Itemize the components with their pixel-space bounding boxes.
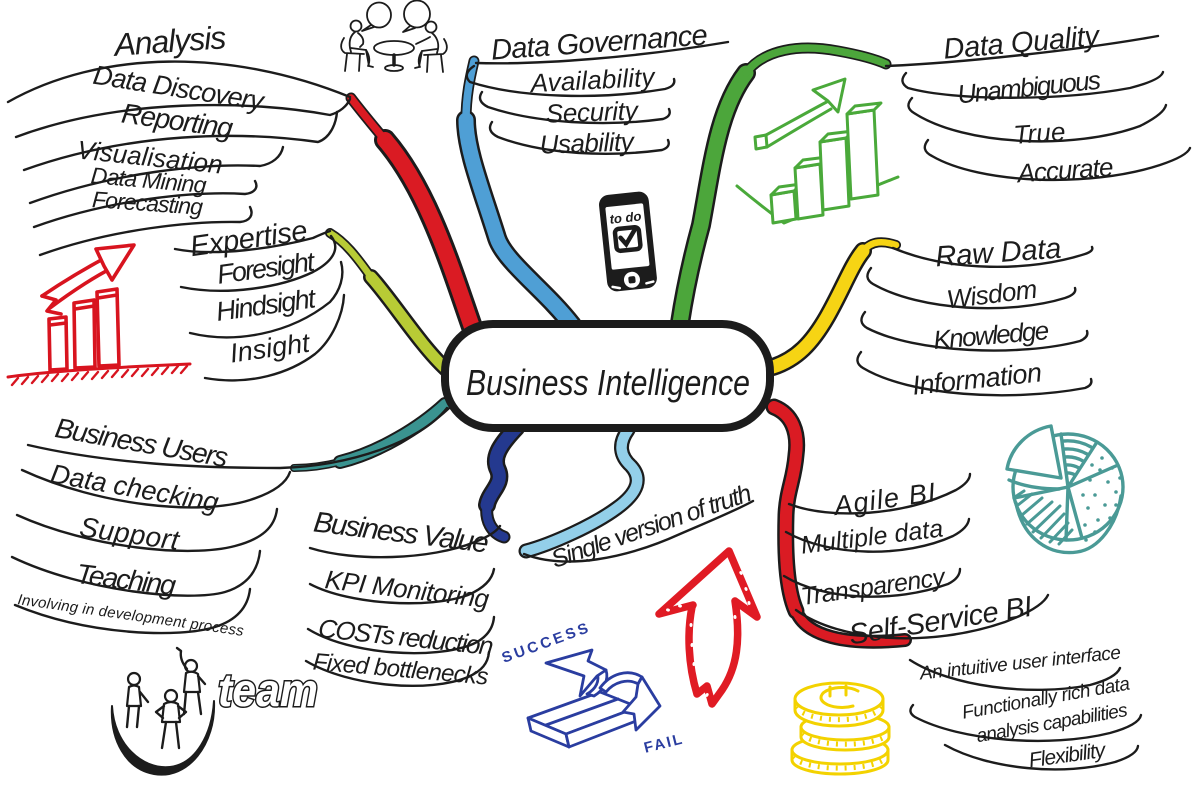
svg-text:team: team — [218, 664, 318, 716]
svg-text:Business Intelligence: Business Intelligence — [466, 362, 750, 403]
svg-text:Data Quality: Data Quality — [942, 20, 1102, 66]
svg-text:Accurate: Accurate — [1014, 152, 1114, 189]
svg-text:Usability: Usability — [539, 126, 636, 159]
svg-text:Support: Support — [78, 511, 183, 556]
svg-text:KPI Monitoring: KPI Monitoring — [323, 564, 491, 614]
svg-text:Business Value: Business Value — [312, 506, 491, 559]
svg-text:Security: Security — [545, 95, 640, 128]
svg-text:Multiple data: Multiple data — [799, 514, 944, 559]
svg-text:True: True — [1012, 116, 1066, 150]
svg-text:Agile BI: Agile BI — [830, 477, 938, 521]
svg-text:Analysis: Analysis — [111, 19, 227, 63]
svg-text:Raw Data: Raw Data — [934, 233, 1062, 274]
svg-text:An intuitive user interface: An intuitive user interface — [918, 643, 1122, 685]
svg-text:Transparency: Transparency — [799, 563, 948, 611]
svg-text:Availability: Availability — [528, 62, 657, 99]
svg-text:Teaching: Teaching — [75, 558, 178, 601]
svg-text:to do: to do — [609, 209, 642, 227]
svg-text:Wisdom: Wisdom — [945, 274, 1039, 315]
svg-text:FAIL: FAIL — [642, 730, 685, 756]
svg-text:Unambiguous: Unambiguous — [956, 65, 1102, 110]
